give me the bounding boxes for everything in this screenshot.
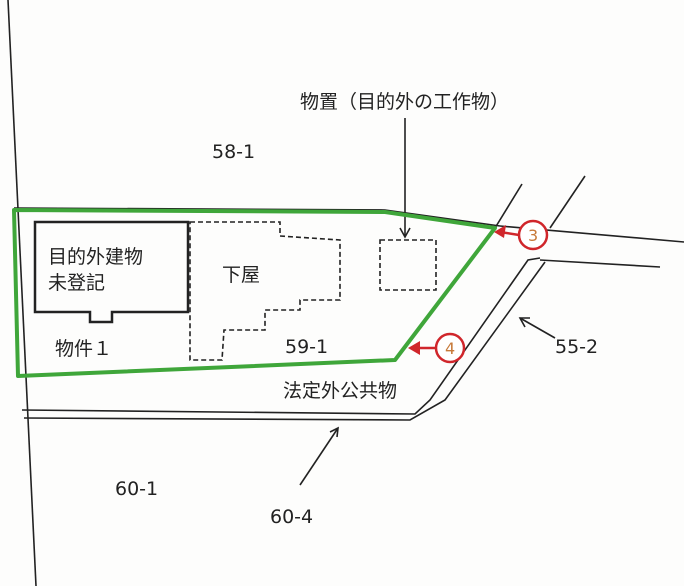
lot-59-1: 59-1 xyxy=(285,336,329,358)
annex-outline xyxy=(189,221,341,361)
storage-label: 物置（目的外の工作物） xyxy=(300,91,510,113)
channel-55-2-inner xyxy=(23,261,546,421)
lot-60-1: 60-1 xyxy=(115,478,159,500)
building-label-1: 目的外建物 xyxy=(48,246,144,268)
lot-58-1: 58-1 xyxy=(212,141,256,163)
road-diagonal-2 xyxy=(549,175,586,229)
property-label: 物件１ xyxy=(55,338,113,360)
public-land-label: 法定外公共物 xyxy=(283,380,398,402)
lot-60-4: 60-4 xyxy=(270,506,314,528)
marker-3-label: 3 xyxy=(528,226,539,245)
road-diagonal-1 xyxy=(494,183,523,229)
channel-55-2-outer xyxy=(21,257,541,415)
left-boundary-line xyxy=(7,0,37,586)
marker-3-arrowhead xyxy=(494,225,506,238)
road-line-right-bottom xyxy=(539,259,661,268)
marker-4-label: 4 xyxy=(445,339,456,358)
arrow-55-2 xyxy=(519,317,556,339)
annex-label: 下屋 xyxy=(222,264,261,286)
storage-outline xyxy=(379,239,437,291)
arrow-60-4 xyxy=(299,427,339,486)
lot-55-2: 55-2 xyxy=(555,336,599,358)
building-outline xyxy=(33,220,190,324)
marker-4-arrowhead xyxy=(408,341,420,355)
property-boundary xyxy=(12,208,497,378)
building-label-2: 未登記 xyxy=(48,272,106,294)
